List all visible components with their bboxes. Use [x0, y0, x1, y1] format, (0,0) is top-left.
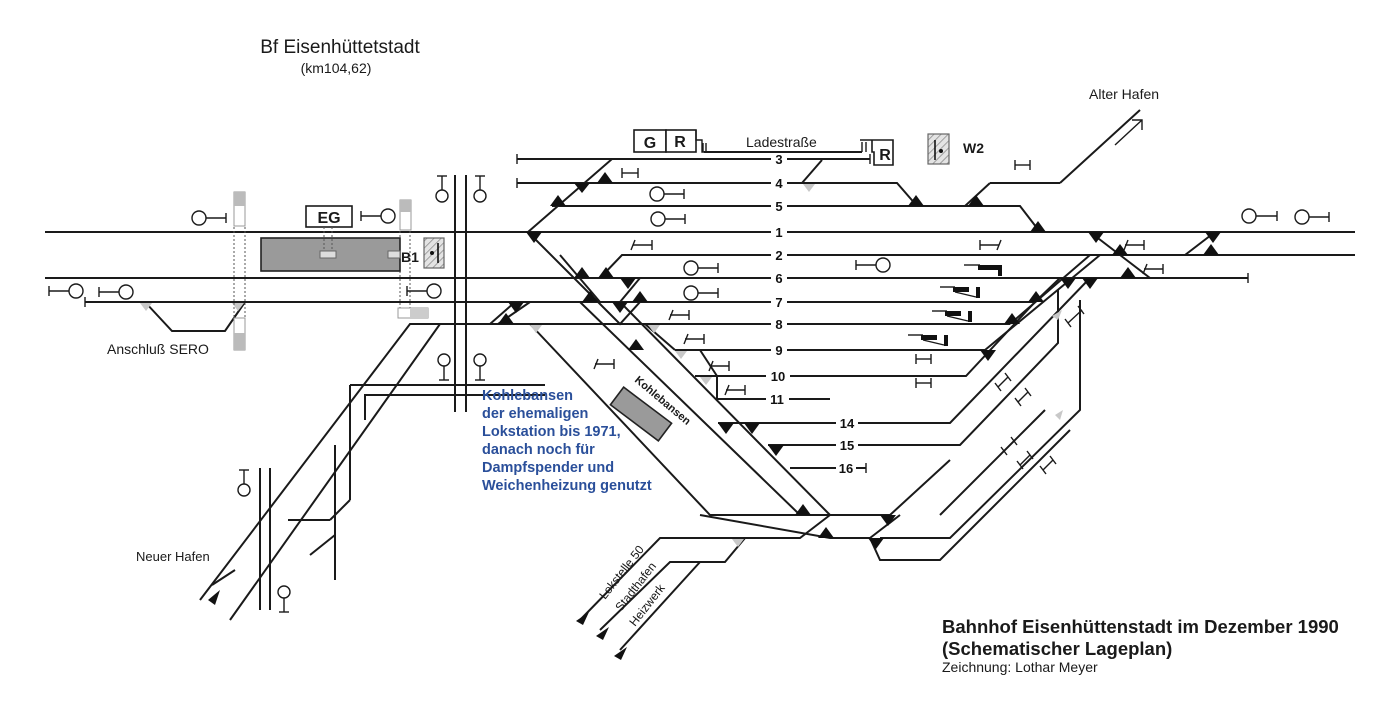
arrow-icon [576, 612, 589, 625]
shunting-signals [593, 160, 1164, 475]
diagram-credit: Zeichnung: Lothar Meyer [942, 659, 1098, 675]
svg-text:R: R [674, 134, 686, 151]
buffer-stop-icon [1016, 450, 1034, 470]
shunt-signal-icon [668, 309, 690, 321]
alter-hafen-label: Alter Hafen [1089, 86, 1159, 102]
buffer-stop-icon [994, 372, 1012, 392]
buffer-stop-icon [1014, 160, 1031, 170]
shunt-signal-icon [1142, 263, 1164, 275]
signals-left [48, 175, 487, 613]
coal-bunker [609, 386, 673, 442]
goods-area: G R Ladestraße R W2 [633, 129, 984, 166]
signal-icon [683, 260, 699, 276]
signal-icon [473, 353, 487, 367]
signal-icon [118, 284, 134, 300]
shunt-signal-icon [593, 358, 615, 370]
shunt-signal-icon [708, 360, 730, 372]
signal-icon [380, 208, 396, 224]
neuer-hafen-label: Neuer Hafen [136, 549, 210, 564]
signal-icon [473, 189, 487, 203]
arrow-icon [596, 627, 609, 640]
track-number: 9 [775, 343, 782, 358]
road-crossing [233, 175, 467, 412]
track-barriers [908, 264, 1002, 346]
track-anschluss-sero [144, 301, 246, 332]
signal-icon [68, 283, 84, 299]
track-number: 14 [840, 416, 855, 431]
track-number: 7 [775, 295, 782, 310]
arrow-icon [208, 590, 220, 605]
signal-icon [650, 211, 666, 227]
ladestrasse-label: Ladestraße [746, 134, 817, 150]
buffer-stop-icon [621, 168, 639, 178]
signal-icon [1241, 208, 1257, 224]
track-number: 10 [771, 369, 785, 384]
barrier-flag-icon [940, 286, 980, 298]
signal-box-w2 [927, 133, 950, 165]
anschluss-sero-label: Anschluß SERO [107, 341, 209, 357]
track-number: 6 [775, 271, 782, 286]
shunt-signal-icon [630, 239, 653, 251]
main-tracks [45, 231, 1355, 332]
shunt-signal-icon [1064, 305, 1085, 328]
switch-markers-gray [530, 184, 1063, 547]
barrier-flag-icon [908, 334, 948, 346]
buffer-stop-icon [1014, 387, 1032, 407]
signal-icon [1294, 209, 1310, 225]
signal-icon [649, 186, 665, 202]
svg-text:Dampfspender und: Dampfspender und [482, 460, 614, 476]
diagram-title: Bahnhof Eisenhüttenstadt im Dezember 199… [942, 616, 1339, 637]
track-number: 1 [775, 225, 782, 240]
building-eg [305, 205, 353, 228]
signal-icon [437, 353, 451, 367]
building-eg-label: EG [317, 210, 340, 227]
w2-label: W2 [963, 140, 984, 156]
track-number: 5 [775, 199, 782, 214]
signal-icon [875, 257, 891, 273]
svg-text:G: G [644, 135, 656, 152]
arrow-icon [614, 647, 627, 660]
note-kohlebansen: Kohlebansen der ehemaligen Lokstation bi… [482, 388, 652, 494]
track-number: 8 [775, 317, 782, 332]
svg-text:Lokstation bis 1971,: Lokstation bis 1971, [482, 424, 621, 440]
barrier-flag-icon [964, 264, 1002, 276]
track-number: 3 [775, 152, 782, 167]
station-name: Bf Eisenhüttetstadt [260, 37, 420, 58]
buffer-stop-icon [1039, 455, 1057, 475]
svg-text:Weichenheizung genutzt: Weichenheizung genutzt [482, 478, 652, 494]
buffer-stop-icon [915, 354, 932, 364]
svg-text:Kohlebansen: Kohlebansen [482, 388, 573, 404]
track-number: 2 [775, 248, 782, 263]
signal-icon [191, 210, 207, 226]
track-number: 15 [840, 438, 854, 453]
track-numbers: 3 4 5 1 2 6 7 8 9 10 11 14 15 16 [770, 152, 855, 476]
shunt-signal-icon [1123, 239, 1145, 251]
buffer-stop-icon [915, 378, 932, 388]
buffer-stop-icon [1000, 436, 1018, 456]
direction-arrows [208, 119, 1143, 660]
switch-markers [498, 172, 1221, 549]
shunt-signal-icon [979, 239, 1002, 251]
signal-icon [237, 483, 251, 497]
track-number: 4 [775, 176, 783, 191]
signal-icon [435, 189, 449, 203]
diagram-subtitle: (Schematischer Lageplan) [942, 638, 1172, 659]
station-tracks [199, 109, 1355, 651]
signal-icon [683, 285, 699, 301]
svg-text:danach noch für: danach noch für [482, 442, 595, 458]
svg-text:der ehemaligen: der ehemaligen [482, 406, 588, 422]
signal-icon [277, 585, 291, 599]
barrier-flag-icon [932, 310, 972, 322]
signals-station [649, 186, 1330, 301]
arrow-icon [1114, 119, 1143, 146]
shunt-signal-icon [683, 333, 705, 345]
building-r [665, 129, 697, 153]
shunt-signal-icon [724, 384, 746, 396]
signal-icon [426, 283, 442, 299]
b1-label: B1 [401, 249, 419, 265]
track-number: 11 [770, 392, 784, 407]
building-r2: R [879, 147, 891, 164]
track-number: 16 [839, 461, 853, 476]
station-km: (km104,62) [301, 60, 372, 76]
